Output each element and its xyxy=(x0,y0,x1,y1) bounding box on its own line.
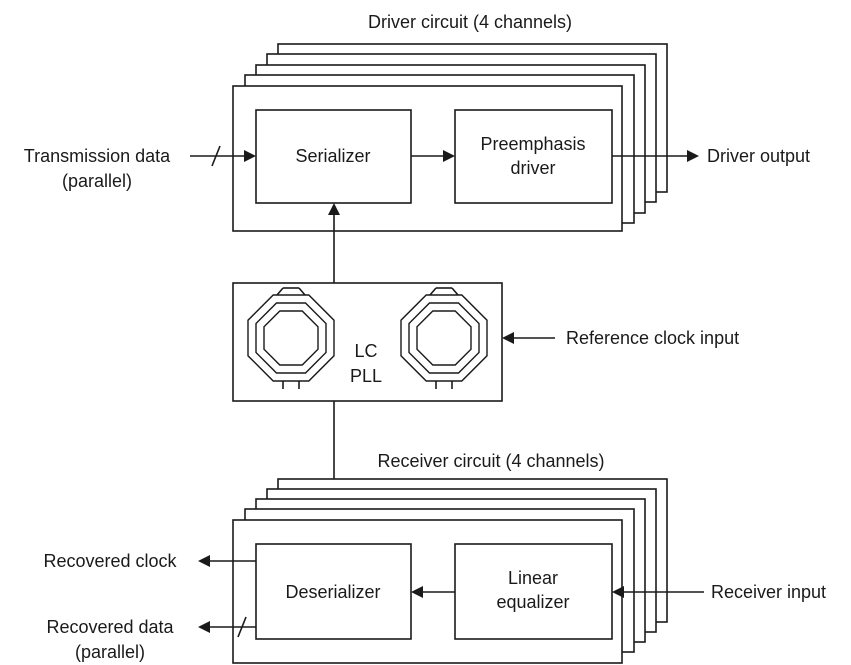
recovered-clock-arrow xyxy=(198,555,210,567)
inductor-left-icon xyxy=(247,287,335,389)
preemphasis-label-line2: driver xyxy=(510,158,555,178)
recovered-data-arrow xyxy=(198,621,210,633)
preemphasis-driver-block xyxy=(454,109,613,204)
serializer-label: Serializer xyxy=(295,146,370,166)
receiver-circuit-title: Receiver circuit (4 channels) xyxy=(377,451,604,471)
driver-output-arrow xyxy=(687,150,699,162)
reference-clock-label: Reference clock input xyxy=(566,328,739,348)
receiver-input-label: Receiver input xyxy=(711,582,826,602)
serializer-to-driver-arrow xyxy=(443,150,455,162)
pll-label-line1: LC xyxy=(354,341,377,361)
driver-output-label: Driver output xyxy=(707,146,810,166)
pll-to-serializer-arrow xyxy=(328,203,340,215)
equalizer-label-line2: equalizer xyxy=(496,592,569,612)
transmission-data-arrow xyxy=(244,150,256,162)
equalizer-to-deserializer-arrow xyxy=(411,586,423,598)
recovered-data-label-line1: Recovered data xyxy=(46,617,174,637)
inductor-right-icon xyxy=(400,287,488,389)
preemphasis-label-line1: Preemphasis xyxy=(480,134,585,154)
transmission-data-label-line2: (parallel) xyxy=(62,171,132,191)
parallel-bus-slash-rx xyxy=(237,616,247,638)
receiver-input-arrow xyxy=(612,586,624,598)
parallel-bus-slash-tx xyxy=(211,145,221,167)
recovered-clock-label: Recovered clock xyxy=(43,551,177,571)
linear-equalizer-block xyxy=(454,543,613,640)
equalizer-label-line1: Linear xyxy=(508,568,558,588)
reference-clock-arrow xyxy=(502,332,514,344)
deserializer-block xyxy=(255,543,412,640)
pll-label-line2: PLL xyxy=(350,366,382,386)
driver-circuit-title: Driver circuit (4 channels) xyxy=(368,12,572,32)
deserializer-label: Deserializer xyxy=(285,582,380,602)
transmission-data-label-line1: Transmission data xyxy=(24,146,171,166)
recovered-data-label-line2: (parallel) xyxy=(75,642,145,662)
serializer-block xyxy=(255,109,412,204)
